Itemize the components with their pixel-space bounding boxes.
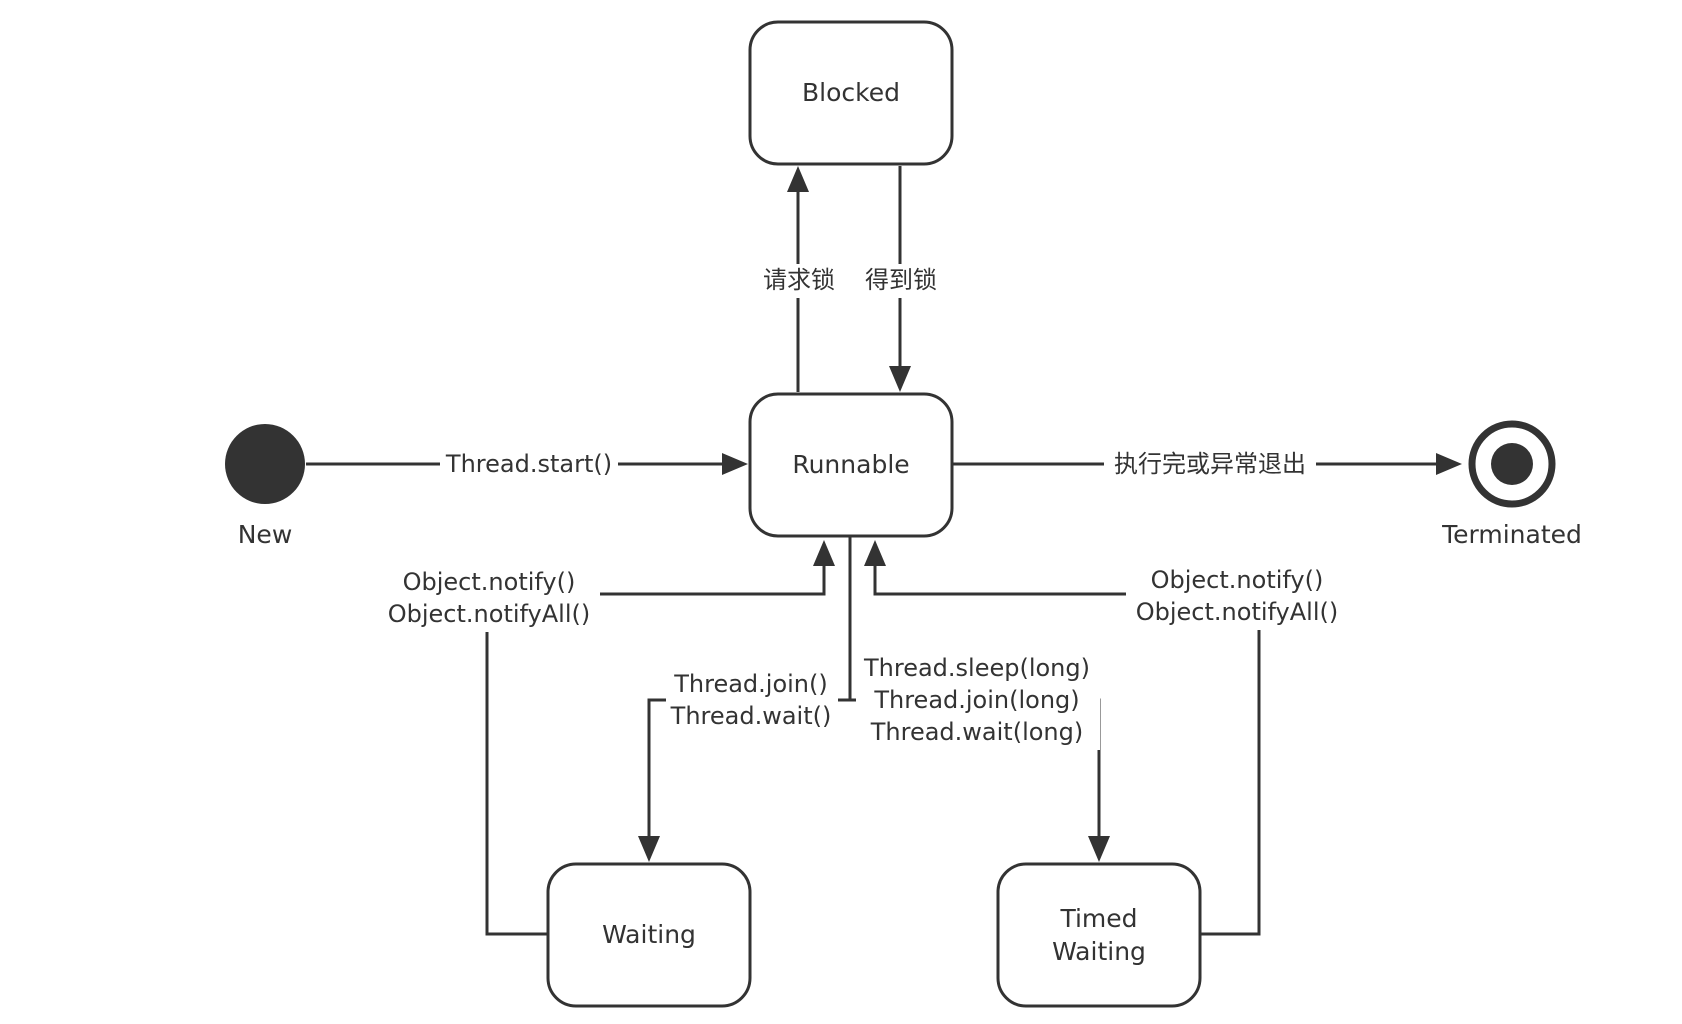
state-terminated-label: Terminated xyxy=(1441,520,1582,549)
label-notify-left-1: Object.notify() xyxy=(403,568,576,596)
label-acquire-lock: 得到锁 xyxy=(865,266,937,294)
state-timed-waiting-label-line1: Timed xyxy=(1059,904,1137,933)
label-thread-start: Thread.start() xyxy=(445,450,612,478)
state-runnable-label: Runnable xyxy=(792,450,909,479)
label-exit: 执行完或异常退出 xyxy=(1114,450,1306,478)
state-new-label: New xyxy=(238,520,293,549)
state-timed-waiting-label-line2: Waiting xyxy=(1052,937,1146,966)
state-blocked-label: Blocked xyxy=(802,78,900,107)
label-wait-2: Thread.wait() xyxy=(670,702,832,730)
state-waiting[interactable]: Waiting xyxy=(546,862,752,1008)
state-terminated[interactable]: Terminated xyxy=(1441,420,1582,549)
label-timed-2: Thread.join(long) xyxy=(873,686,1079,714)
label-timed-3: Thread.wait(long) xyxy=(870,718,1083,746)
state-blocked[interactable]: Blocked xyxy=(748,20,954,166)
label-wait-1: Thread.join() xyxy=(673,670,828,698)
label-timed-1: Thread.sleep(long) xyxy=(863,654,1090,682)
label-request-lock: 请求锁 xyxy=(763,266,835,294)
state-waiting-label: Waiting xyxy=(602,920,696,949)
label-notify-right-2: Object.notifyAll() xyxy=(1136,598,1338,626)
state-runnable[interactable]: Runnable xyxy=(748,392,954,538)
state-new[interactable]: New xyxy=(225,424,305,549)
label-notify-left-2: Object.notifyAll() xyxy=(388,600,590,628)
initial-state-icon xyxy=(225,424,305,504)
state-timed-waiting[interactable]: Timed Waiting xyxy=(996,862,1202,1008)
label-notify-right-1: Object.notify() xyxy=(1151,566,1324,594)
